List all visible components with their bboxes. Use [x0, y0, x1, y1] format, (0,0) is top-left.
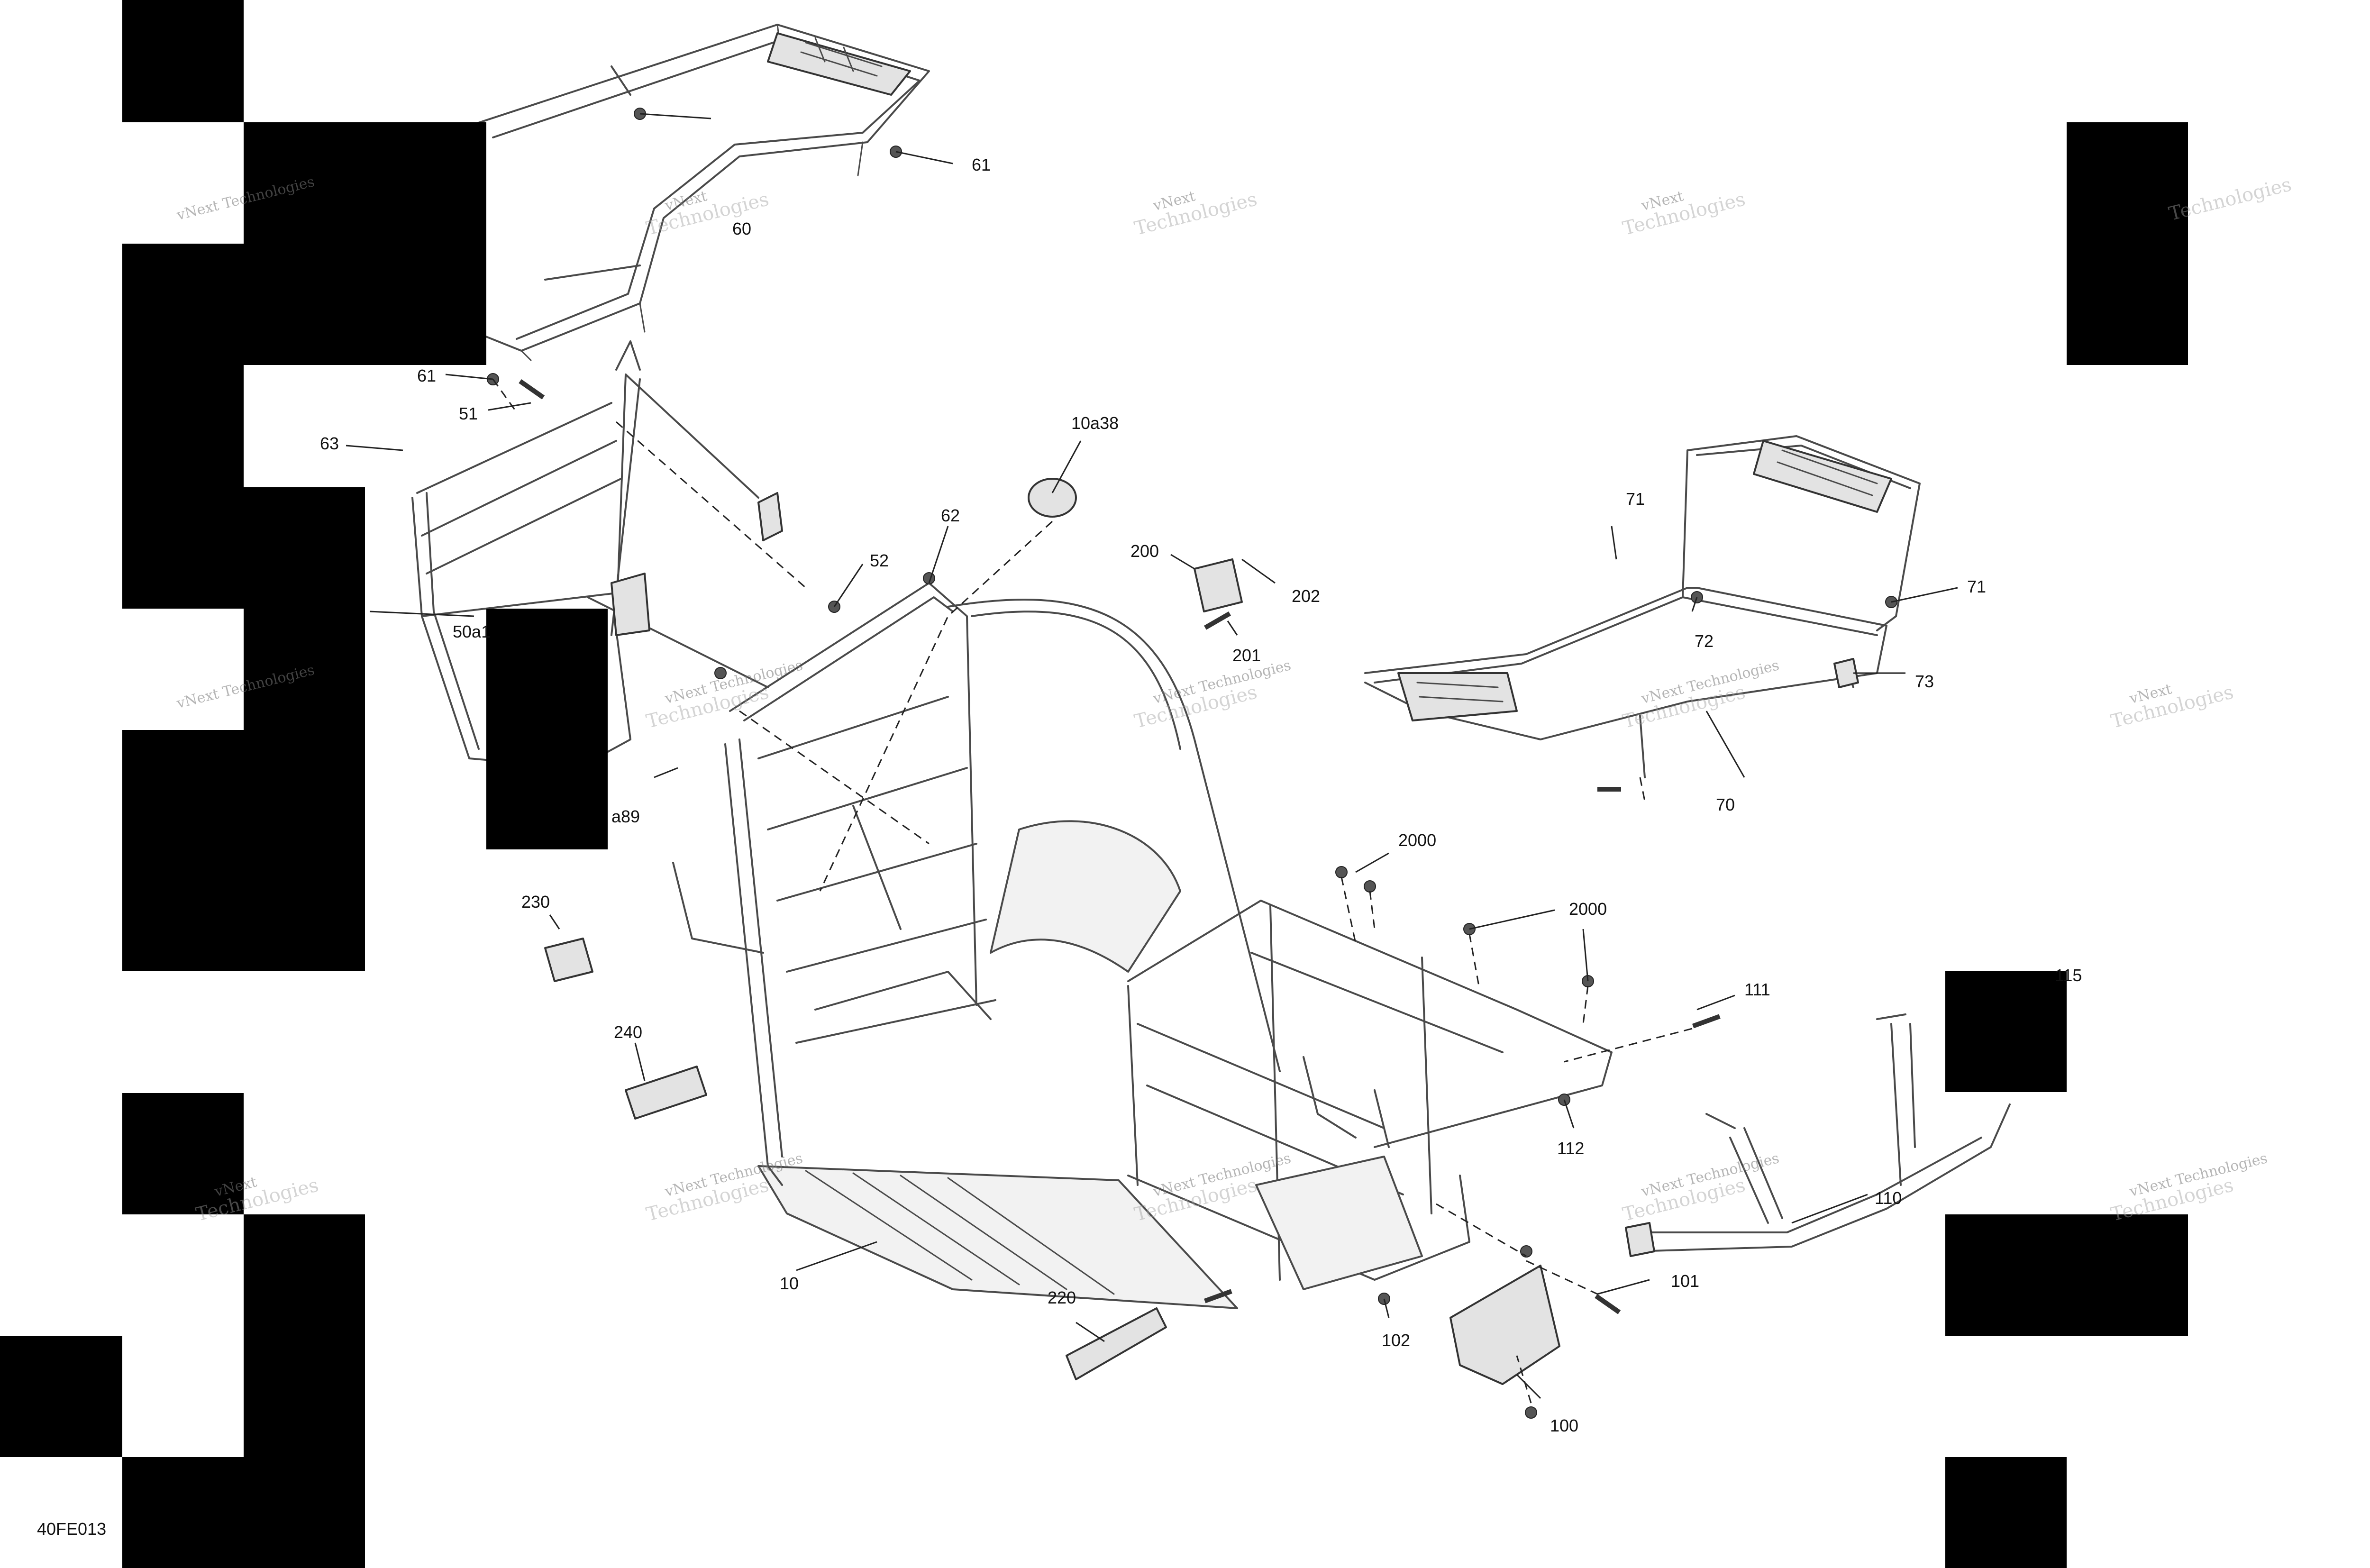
callout-71: 71 [1967, 577, 1987, 596]
assembly-lines [492, 379, 1693, 1404]
rear-rack [473, 24, 930, 361]
callout-73: 73 [1915, 672, 1934, 691]
main-frame [672, 582, 1613, 1309]
callout-110: 110 [1875, 1188, 1902, 1208]
callout-61: 61 [417, 366, 437, 385]
callout-52: 52 [870, 551, 889, 570]
callout-72: 72 [1695, 631, 1714, 651]
fasteners [487, 108, 1897, 1419]
bracket-240 [625, 1066, 707, 1120]
callout-230: 230 [521, 892, 550, 912]
callout-200: 200 [1130, 541, 1159, 561]
callout-111: 111 [1744, 980, 1770, 999]
callout-10: 10 [780, 1274, 799, 1293]
callout-115: 115 [2055, 966, 2082, 985]
redaction-masks [0, 0, 2188, 1568]
plug-10a38 [1028, 478, 1077, 518]
callout-2000: 2000 [1398, 830, 1437, 850]
callout-60: 60 [732, 219, 752, 238]
leader-lines [346, 113, 1958, 1399]
bracket-230 [544, 938, 593, 982]
callout-a89: a89 [611, 807, 640, 826]
callout-240: 240 [614, 1022, 643, 1042]
figure-code: 40FE013 [37, 1519, 107, 1539]
front-bumper [1625, 1013, 2011, 1257]
callout-2000: 2000 [1569, 899, 1607, 919]
callout-112: 112 [1557, 1139, 1585, 1158]
front-upper-frame [411, 340, 783, 769]
callout-71: 71 [1626, 489, 1645, 509]
callout-201: 201 [1232, 646, 1261, 665]
callout-63: 63 [320, 434, 339, 453]
callout-202: 202 [1292, 586, 1321, 606]
callout-220: 220 [1048, 1288, 1076, 1307]
callout-61: 61 [972, 155, 991, 174]
callout-70: 70 [1716, 795, 1735, 814]
callout-51: 51 [459, 404, 478, 423]
callout-100: 100 [1550, 1416, 1579, 1435]
front-rack [1364, 435, 1921, 778]
clip-73 [1833, 658, 1859, 688]
bracket-200 [1194, 558, 1243, 612]
callout-62: 62 [941, 506, 960, 525]
bracket-220 [1066, 1307, 1167, 1380]
brackets [544, 478, 1859, 1385]
callout-102: 102 [1382, 1331, 1411, 1350]
callout-10a38: 10a38 [1071, 413, 1119, 433]
bracket-100 [1449, 1265, 1560, 1385]
callout-50a1: 50a1 [453, 622, 491, 641]
callout-101: 101 [1671, 1271, 1700, 1291]
